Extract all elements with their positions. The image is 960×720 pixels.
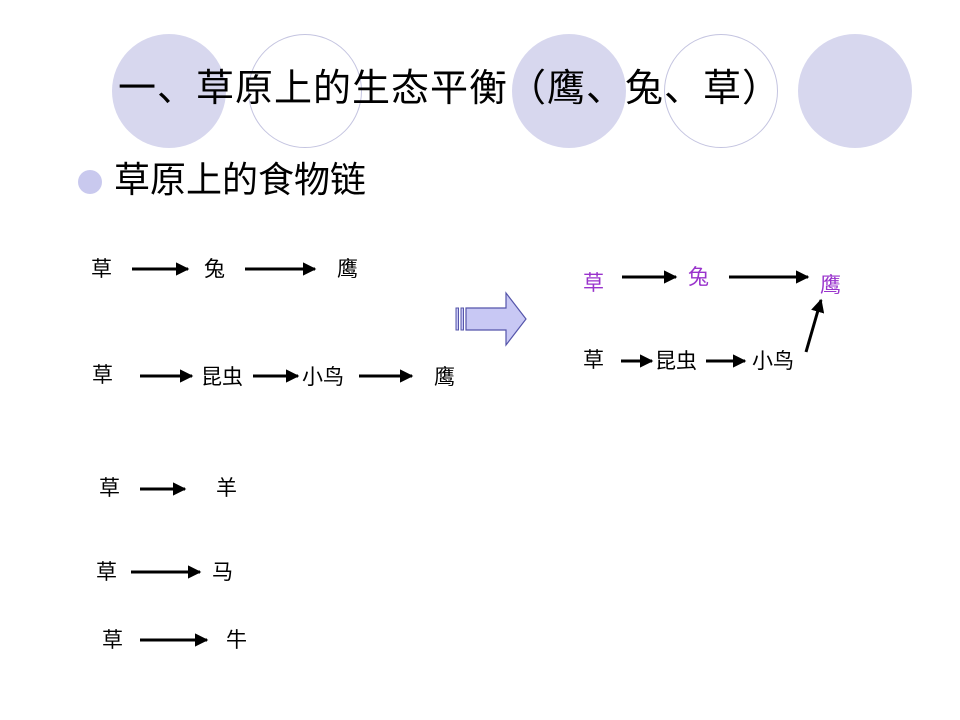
chain1-node-eagle: 鹰 xyxy=(337,257,358,281)
decor-ring-1 xyxy=(248,34,362,148)
chain3-node-sheep: 羊 xyxy=(216,476,237,500)
combined-node-eagle: 鹰 xyxy=(820,273,841,297)
chain2-node-insect: 昆虫 xyxy=(201,365,243,389)
chain4-node-grass: 草 xyxy=(96,560,117,584)
decor-ring-2 xyxy=(664,34,778,148)
combined-node-insect: 昆虫 xyxy=(655,349,697,373)
combined-node-bird: 小鸟 xyxy=(752,349,794,373)
combined-node-rabbit: 兔 xyxy=(688,265,709,289)
bullet-dot-icon xyxy=(78,170,102,194)
chain5-node-cow: 牛 xyxy=(226,628,247,652)
page-title: 一、草原上的生态平衡（鹰、兔、草） xyxy=(118,66,782,110)
combined-arrow-bird-eagle xyxy=(804,298,825,353)
chain4-node-horse: 马 xyxy=(212,560,233,584)
chain2-node-eagle: 鹰 xyxy=(434,365,455,389)
combined-node-grass-2: 草 xyxy=(583,348,604,372)
chain5-node-grass: 草 xyxy=(102,628,123,652)
chain1-node-rabbit: 兔 xyxy=(204,257,225,281)
decor-circle-2 xyxy=(512,34,626,148)
combined-node-grass: 草 xyxy=(583,271,604,295)
chain2-node-grass: 草 xyxy=(92,363,113,387)
chain1-node-grass: 草 xyxy=(91,257,112,281)
transition-arrow-icon xyxy=(455,291,527,347)
decor-circle-3 xyxy=(798,34,912,148)
bullet-heading: 草原上的食物链 xyxy=(114,160,367,201)
chain2-node-bird: 小鸟 xyxy=(302,365,344,389)
decor-circle-1 xyxy=(112,34,226,148)
chain3-node-grass: 草 xyxy=(99,476,120,500)
